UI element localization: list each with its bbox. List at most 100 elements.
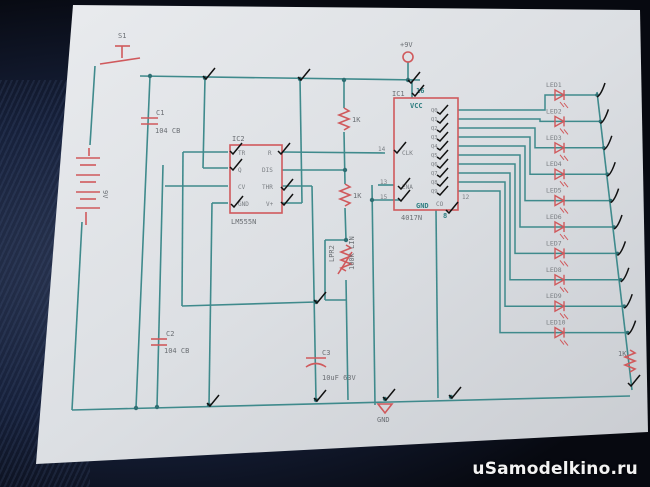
4017-co: CO xyxy=(436,201,444,208)
resistor-r1 xyxy=(336,107,352,131)
ic2-555-body xyxy=(229,144,283,214)
555-cv: CV xyxy=(238,184,246,191)
led-label: LED10 xyxy=(546,319,566,327)
led: LED5 xyxy=(546,187,569,214)
check-mark xyxy=(313,291,327,305)
4017-ena: ENA xyxy=(402,184,413,191)
check-mark xyxy=(603,135,613,151)
led: LED9 xyxy=(546,292,569,320)
555-q: Q xyxy=(238,167,242,174)
check-mark xyxy=(627,374,641,388)
resistor-r3 xyxy=(622,349,638,373)
gnd-label: GND xyxy=(377,416,390,424)
check-mark xyxy=(397,189,411,203)
ic1-ref: IC1 xyxy=(392,90,405,98)
check-mark xyxy=(230,195,244,209)
check-mark xyxy=(411,84,425,98)
capacitor-c2 xyxy=(151,338,167,346)
555-tr: TR xyxy=(238,150,246,157)
led-label: LED2 xyxy=(546,107,562,115)
output-trace xyxy=(458,145,611,202)
check-mark xyxy=(436,113,449,124)
led-label: LED1 xyxy=(546,81,562,89)
supply-label: +9V xyxy=(400,41,413,49)
check-mark xyxy=(606,161,616,177)
switch-s1 xyxy=(99,45,141,65)
check-mark xyxy=(448,386,462,400)
led-label: LED8 xyxy=(546,266,562,274)
led-label: LED9 xyxy=(546,292,562,300)
check-mark xyxy=(277,142,291,156)
4017-clk: CLK xyxy=(402,150,413,157)
led: LED3 xyxy=(546,134,569,162)
ic1-q-label: Q1 xyxy=(431,117,438,123)
switch-ref: S1 xyxy=(118,32,126,40)
led-label: LED6 xyxy=(546,213,562,221)
4017-rst-pin: 15 xyxy=(380,194,388,201)
capacitor-c3 xyxy=(305,357,327,368)
led-label: LED7 xyxy=(546,239,562,247)
hand-check-marks xyxy=(202,67,641,408)
ic1-q-label: Q6 xyxy=(431,162,438,168)
check-mark xyxy=(445,201,459,215)
led-column: LED1LED2LED3LED4LED5LED6LED7LED8LED9LED1… xyxy=(546,81,569,346)
ic-pin-labels: VCC GND 16 8 xyxy=(410,87,447,220)
ic1-q-label: Q0 xyxy=(431,108,438,114)
c1-ref: C1 xyxy=(156,109,164,117)
pot-ref: LPR2 xyxy=(328,245,336,262)
supply-symbol xyxy=(402,51,414,63)
check-mark xyxy=(436,185,449,196)
check-mark xyxy=(229,142,243,156)
output-trace xyxy=(458,163,618,255)
555-dis: DIS xyxy=(262,167,273,174)
555-vplus: V+ xyxy=(266,201,274,208)
resistor-r2 xyxy=(337,183,353,207)
led: LED10 xyxy=(546,319,569,346)
ic1-vcc: VCC xyxy=(410,102,423,110)
check-mark xyxy=(599,109,610,125)
check-mark xyxy=(297,68,311,82)
ic1-vcc-pin: 16 xyxy=(416,87,424,95)
check-mark xyxy=(382,388,396,402)
c3-value: 10uF 63V xyxy=(322,374,357,382)
ic1-q-label: Q8 xyxy=(431,180,438,186)
check-mark xyxy=(436,140,449,151)
r3-value: 1K xyxy=(618,350,627,358)
ic1-gnd-pin: 8 xyxy=(443,212,447,220)
led: LED7 xyxy=(546,239,569,267)
battery-g1 xyxy=(76,148,100,225)
check-mark xyxy=(280,193,294,207)
check-mark xyxy=(627,320,637,336)
c2-ref: C2 xyxy=(166,330,174,338)
check-mark xyxy=(280,178,294,192)
output-trace xyxy=(458,154,614,228)
check-mark xyxy=(407,71,421,85)
ground-symbol xyxy=(376,403,394,415)
check-mark xyxy=(620,267,630,283)
check-mark xyxy=(436,122,449,133)
check-mark xyxy=(623,293,633,309)
labels: S1 +9V C1 104 CB C2 104 CB C3 10uF 63V I… xyxy=(101,32,627,424)
check-mark xyxy=(613,214,623,230)
output-trace xyxy=(458,118,601,123)
check-mark xyxy=(206,394,220,408)
check-mark xyxy=(436,131,449,142)
c1-value: 104 CB xyxy=(155,127,180,135)
ic1-gnd: GND xyxy=(416,202,429,210)
led: LED6 xyxy=(546,213,569,241)
check-mark xyxy=(616,241,627,257)
ic1-q-label: Q7 xyxy=(431,171,438,177)
check-mark xyxy=(436,104,449,115)
4017-ena-pin: 13 xyxy=(380,179,388,186)
ic1-q-label: Q9 xyxy=(431,189,438,195)
ic1-q-label: Q4 xyxy=(431,144,438,150)
check-mark xyxy=(436,149,449,160)
output-trace xyxy=(458,127,604,149)
watermark: uSamodelkino.ru xyxy=(472,459,638,479)
capacitor-c1 xyxy=(141,117,158,125)
r2-value: 1K xyxy=(353,192,362,200)
check-mark xyxy=(202,67,216,81)
led-label: LED4 xyxy=(546,160,562,168)
